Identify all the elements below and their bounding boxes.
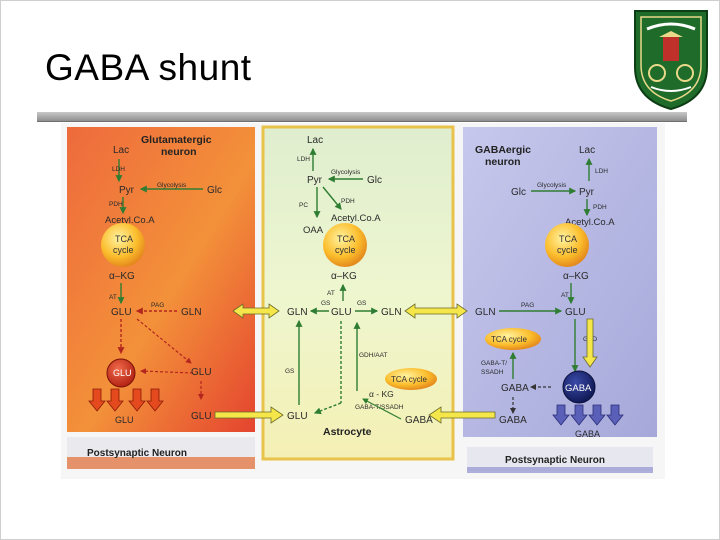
gaba-gaba-label: GABA xyxy=(501,383,529,394)
astro-gln-right-label: GLN xyxy=(381,307,402,318)
astro-glu-bottom-label: GLU xyxy=(287,411,308,422)
postsynaptic-left-label: Postsynaptic Neuron xyxy=(87,448,187,459)
transport-arrows xyxy=(214,303,598,424)
glu-release-arrows xyxy=(88,388,164,412)
postsynaptic-right-label: Postsynaptic Neuron xyxy=(505,455,605,466)
gaba-gaba-t-label: GABA-T/ xyxy=(481,360,507,367)
pyr-label: Pyr xyxy=(119,185,135,196)
astro-alpha-kg-label: α - KG xyxy=(369,389,394,399)
gaba-vesicle xyxy=(562,370,596,404)
gaba-akg-label: α–KG xyxy=(563,271,589,282)
astro-glu-label: GLU xyxy=(331,307,352,318)
akg-label: α–KG xyxy=(109,271,135,282)
astrocyte-panel: Astrocyte Lac LDH Pyr Glycolysis Glc PC … xyxy=(261,125,455,461)
astro-tca-cycle-oval xyxy=(385,368,437,390)
gabaergic-title-2: neuron xyxy=(485,156,521,168)
tca-cycle-glutamatergic xyxy=(101,223,145,267)
astro-at-label: AT xyxy=(327,290,335,297)
gaba-glc-label: Glc xyxy=(511,187,526,198)
gaba-cycle-label: cycle xyxy=(557,245,578,255)
gaba-uptake-arrow xyxy=(428,406,496,424)
tca-label: TCA xyxy=(115,234,133,244)
astro-gln-left-label: GLN xyxy=(287,307,308,318)
tca-cycle-astrocyte xyxy=(323,223,367,267)
gaba-lac-label: Lac xyxy=(579,145,595,156)
gaba-synapse-label: GABA xyxy=(575,429,600,439)
gaba-glu-label: GLU xyxy=(565,307,586,318)
astro-glycolysis-label: Glycolysis xyxy=(331,169,361,176)
astro-pc-label: PC xyxy=(299,202,308,209)
gln-transport-right xyxy=(404,303,468,319)
acetylcoa-label: Acetyl.Co.A xyxy=(105,215,155,226)
gaba-pdh-label: PDH xyxy=(593,204,607,211)
astro-tca-label: TCA xyxy=(337,234,355,244)
pag-label: PAG xyxy=(151,302,164,309)
gaba-gln-label: GLN xyxy=(475,307,496,318)
gaba-tca-cycle-label: TCA cycle xyxy=(491,335,528,344)
ldh-label: LDH xyxy=(112,166,125,173)
astro-akg-label: α–KG xyxy=(331,271,357,282)
university-seal-icon xyxy=(634,10,708,111)
at-label: AT xyxy=(109,294,117,301)
glutamatergic-neuron-panel: Glutamatergic neuron Postsynaptic Neuron… xyxy=(67,127,255,469)
glu-uptake-arrow xyxy=(214,406,284,424)
gaba-ldh-label: LDH xyxy=(595,168,608,175)
astro-gs-label-2: GS xyxy=(357,300,367,307)
glu-astro-label: GLU xyxy=(191,367,212,378)
gabaergic-neuron-panel: Postsynaptic Neuron GABAergic neuron Lac… xyxy=(463,127,657,473)
glu-vesicle xyxy=(106,358,136,388)
astro-gs-label-1: GS xyxy=(321,300,331,307)
glc-label: Glc xyxy=(207,185,222,196)
cycle-label: cycle xyxy=(113,245,134,255)
astro-ldh-label: LDH xyxy=(297,156,310,163)
glu-to-gaba-arrow xyxy=(582,318,598,368)
gaba-glycolysis-label: Glycolysis xyxy=(537,182,567,189)
astro-lac-label: Lac xyxy=(307,135,323,146)
tca-cycle-gabaergic xyxy=(545,223,589,267)
astrocyte-title: Astrocyte xyxy=(323,426,372,438)
astro-pyr-label: Pyr xyxy=(307,175,323,186)
gaba-tca-cycle-oval xyxy=(485,328,541,350)
gln-transport-left xyxy=(232,303,280,319)
slide-title: GABA shunt xyxy=(45,47,252,88)
title-divider xyxy=(37,112,687,122)
gln-label: GLN xyxy=(181,307,202,318)
gaba-tca-label: TCA xyxy=(559,234,577,244)
glu-vesicle-label: GLU xyxy=(113,368,132,378)
astro-acetylcoa-label: Acetyl.Co.A xyxy=(331,213,381,224)
gaba-uptake-label: GABA xyxy=(499,415,527,426)
astro-glc-label: Glc xyxy=(367,175,382,186)
gaba-vesicle-label: GABA xyxy=(565,383,592,394)
astro-cycle-label: cycle xyxy=(335,245,356,255)
glu-synapse-label: GLU xyxy=(115,415,134,425)
glutamatergic-title-2: neuron xyxy=(161,146,197,158)
glutamatergic-title: Glutamatergic xyxy=(141,134,212,146)
glu-label: GLU xyxy=(111,307,132,318)
astro-gdh-aat-label: GDH/AAT xyxy=(359,352,387,359)
astro-gaba-label: GABA xyxy=(405,415,433,426)
glycolysis-label: Glycolysis xyxy=(157,182,187,189)
astro-gs-label-3: GS xyxy=(285,368,295,375)
astro-oaa-label: OAA xyxy=(303,225,324,236)
gaba-acetylcoa-label: Acetyl.Co.A xyxy=(565,217,615,228)
pdh-label: PDH xyxy=(109,201,123,208)
lac-label: Lac xyxy=(113,145,129,156)
astro-tca-cycle-label: TCA cycle xyxy=(391,375,428,384)
gaba-at-label: AT xyxy=(561,292,569,299)
gaba-release-arrows xyxy=(552,404,624,426)
glu-release-label: GLU xyxy=(191,411,212,422)
gaba-pag-label: PAG xyxy=(521,302,534,309)
gaba-ssadh-label: SSADH xyxy=(481,369,504,376)
gabaergic-title: GABAergic xyxy=(475,144,531,156)
gaba-pyr-label: Pyr xyxy=(579,187,595,198)
astro-pdh-label: PDH xyxy=(341,198,355,205)
